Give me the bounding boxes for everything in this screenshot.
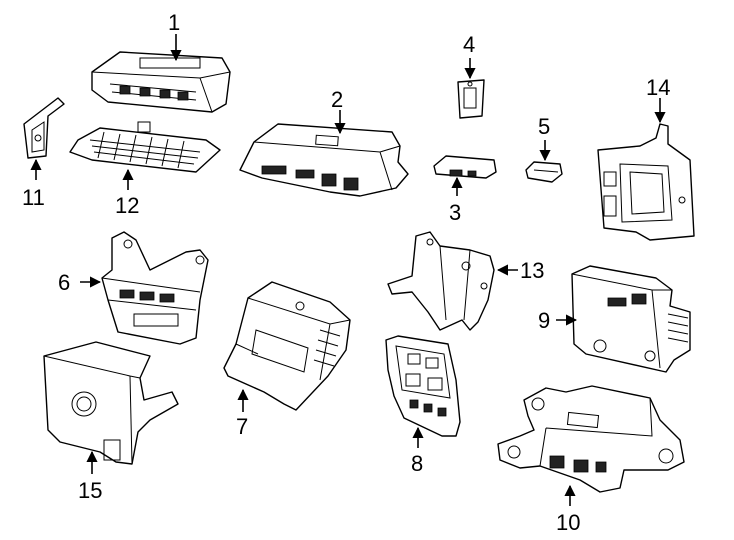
part-8-fuse-box[interactable] (385, 335, 461, 437)
part-10-flanged-module[interactable] (497, 385, 685, 493)
callout-1: 1 (168, 10, 180, 35)
part-9-finned-module[interactable] (571, 265, 691, 373)
part-3-flat-module[interactable] (433, 155, 497, 179)
callout-9: 9 (538, 308, 550, 333)
part-2-control-module[interactable] (239, 123, 409, 197)
part-11-bracket[interactable] (23, 97, 65, 159)
callout-15: 15 (78, 478, 102, 503)
callout-6: 6 (58, 270, 70, 295)
callout-7: 7 (236, 414, 248, 439)
callout-11: 11 (22, 185, 45, 210)
callout-12: 12 (115, 193, 139, 218)
part-5-small-box[interactable] (525, 161, 563, 183)
part-6-module-bracket[interactable] (101, 231, 209, 345)
part-15-housing[interactable] (43, 341, 179, 465)
part-14-bracket-panel[interactable] (597, 123, 695, 241)
part-4-small-module[interactable] (457, 79, 485, 119)
part-13-bracket[interactable] (387, 231, 495, 331)
callout-14: 14 (646, 75, 670, 100)
callout-3: 3 (449, 200, 461, 225)
part-1-control-module[interactable] (91, 51, 231, 113)
callout-5: 5 (538, 114, 550, 139)
callout-2: 2 (331, 87, 343, 112)
part-7-open-module[interactable] (223, 281, 351, 411)
callout-13: 13 (520, 258, 544, 283)
part-12-tray[interactable] (69, 121, 221, 173)
callout-10: 10 (556, 510, 580, 535)
callout-4: 4 (463, 32, 475, 57)
callout-8: 8 (411, 451, 423, 476)
